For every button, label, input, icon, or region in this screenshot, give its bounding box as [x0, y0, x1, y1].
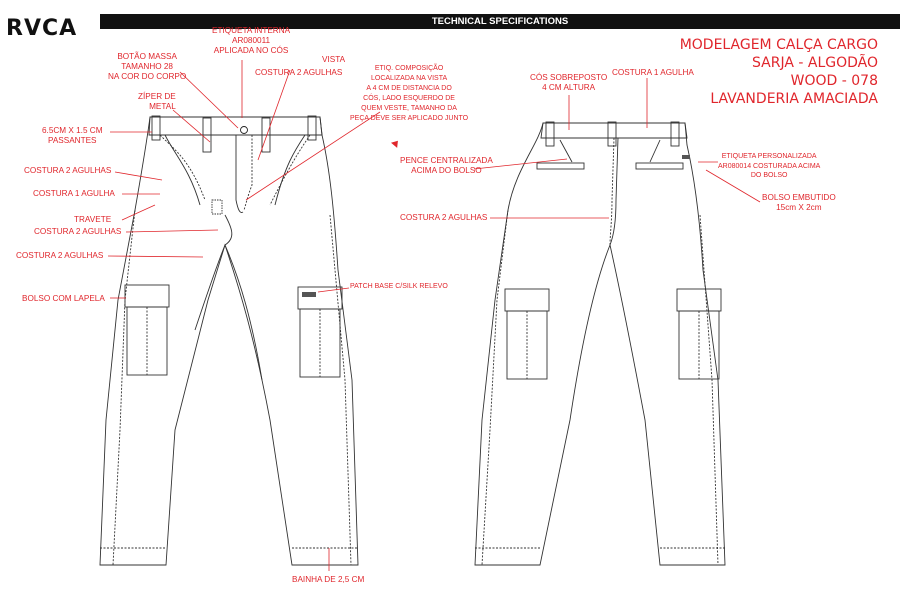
label-line: LOCALIZADA NA VISTA [371, 75, 448, 82]
label-line: PENCE CENTRALIZADA [400, 156, 493, 165]
label-patch: PATCH BASE C/SILK RELEVO [350, 283, 448, 290]
label-costura-2-agulhas-a: COSTURA 2 AGULHAS [24, 166, 112, 175]
label-costura-2-agulhas-b: COSTURA 2 AGULHAS [34, 227, 122, 236]
label-etiqueta-personalizada: ETIQUETA PERSONALIZADA AR080014 COSTURAD… [718, 152, 820, 181]
label-botao: BOTÃO MASSA TAMANHO 28 NA COR DO CORPO [108, 52, 186, 82]
label-costura-2-agulhas-c: COSTURA 2 AGULHAS [16, 251, 104, 260]
leader-lines [107, 60, 761, 571]
label-ziper: ZÍPER DE METAL [138, 92, 176, 112]
label-line: ETIQUETA PERSONALIZADA [721, 153, 817, 160]
label-line: CÓS, LADO ESQUERDO DE [363, 95, 455, 102]
label-line: CÓS SOBREPOSTO [530, 73, 608, 82]
label-line: ACIMA DO BOLSO [411, 166, 482, 175]
label-line: APLICADA NO CÓS [213, 46, 289, 55]
brand-logo: RVCA [6, 16, 78, 41]
label-line: ETIQUETA INTERNA [212, 26, 291, 35]
spec-line-fabric: SARJA - ALGODÃO [752, 55, 878, 71]
label-cos-sobreposto: CÓS SOBREPOSTO 4 CM ALTURA [530, 73, 607, 93]
label-line: A 4 CM DE DISTANCIA DO [366, 85, 452, 92]
label-passantes: 6.5CM X 1.5 CM PASSANTES [42, 126, 103, 146]
label-line: BOTÃO MASSA [117, 52, 177, 61]
label-line: QUEM VESTE, TAMANHO DA [361, 105, 457, 112]
label-line: DO BOLSO [750, 172, 788, 179]
label-etiqueta-interna: ETIQUETA INTERNA AR080011 APLICADA NO CÓ… [212, 26, 290, 56]
spec-line-wash: LAVANDERIA AMACIADA [710, 91, 878, 107]
label-line: NA COR DO CORPO [108, 72, 187, 81]
label-line: TAMANHO 28 [121, 62, 173, 71]
sheet-title: TECHNICAL SPECIFICATIONS [100, 14, 900, 29]
spec-line-color: WOOD - 078 [790, 73, 878, 89]
label-pence: PENCE CENTRALIZADA ACIMA DO BOLSO [400, 156, 493, 176]
label-costura-1-agulha-back: COSTURA 1 AGULHA [612, 68, 694, 77]
label-line: ZÍPER DE [138, 92, 176, 101]
label-costura-2-agulhas-back: COSTURA 2 AGULHAS [400, 213, 488, 222]
label-line: 6.5CM X 1.5 CM [42, 126, 103, 135]
label-line: BOLSO EMBUTIDO [762, 193, 836, 202]
label-line: 4 CM ALTURA [542, 83, 596, 92]
label-travete: TRAVETE [74, 215, 112, 224]
label-line: PEÇA DEVE SER APLICADO JUNTO [350, 115, 469, 122]
header: RVCA TECHNICAL SPECIFICATIONS [0, 6, 900, 42]
label-vista: VISTA [322, 55, 346, 64]
label-line: AR080011 [232, 36, 271, 45]
spec-block: MODELAGEM CALÇA CARGO SARJA - ALGODÃO WO… [680, 36, 878, 108]
label-etiq-composicao: ETIQ. COMPOSIÇÃO LOCALIZADA NA VISTA A 4… [350, 64, 468, 124]
front-view-pants [99, 115, 359, 566]
label-line: METAL [149, 102, 176, 111]
label-costura-1-agulha: COSTURA 1 AGULHA [33, 189, 115, 198]
label-line: PASSANTES [47, 136, 97, 145]
label-line: AR080014 COSTURADA ACIMA [718, 162, 821, 170]
label-bolso-com-lapela: BOLSO COM LAPELA [22, 294, 105, 303]
back-view-pants [474, 121, 726, 566]
arrow-icon [391, 140, 398, 148]
label-bainha: BAINHA DE 2,5 CM [292, 575, 365, 584]
spec-line-model: MODELAGEM CALÇA CARGO [679, 37, 878, 53]
label-costura-2-agulhas-top: COSTURA 2 AGULHAS [255, 68, 343, 77]
label-line: 15cm X 2cm [776, 203, 822, 212]
label-line: ETIQ. COMPOSIÇÃO [374, 65, 444, 72]
label-bolso-embutido: BOLSO EMBUTIDO 15cm X 2cm [762, 193, 836, 213]
